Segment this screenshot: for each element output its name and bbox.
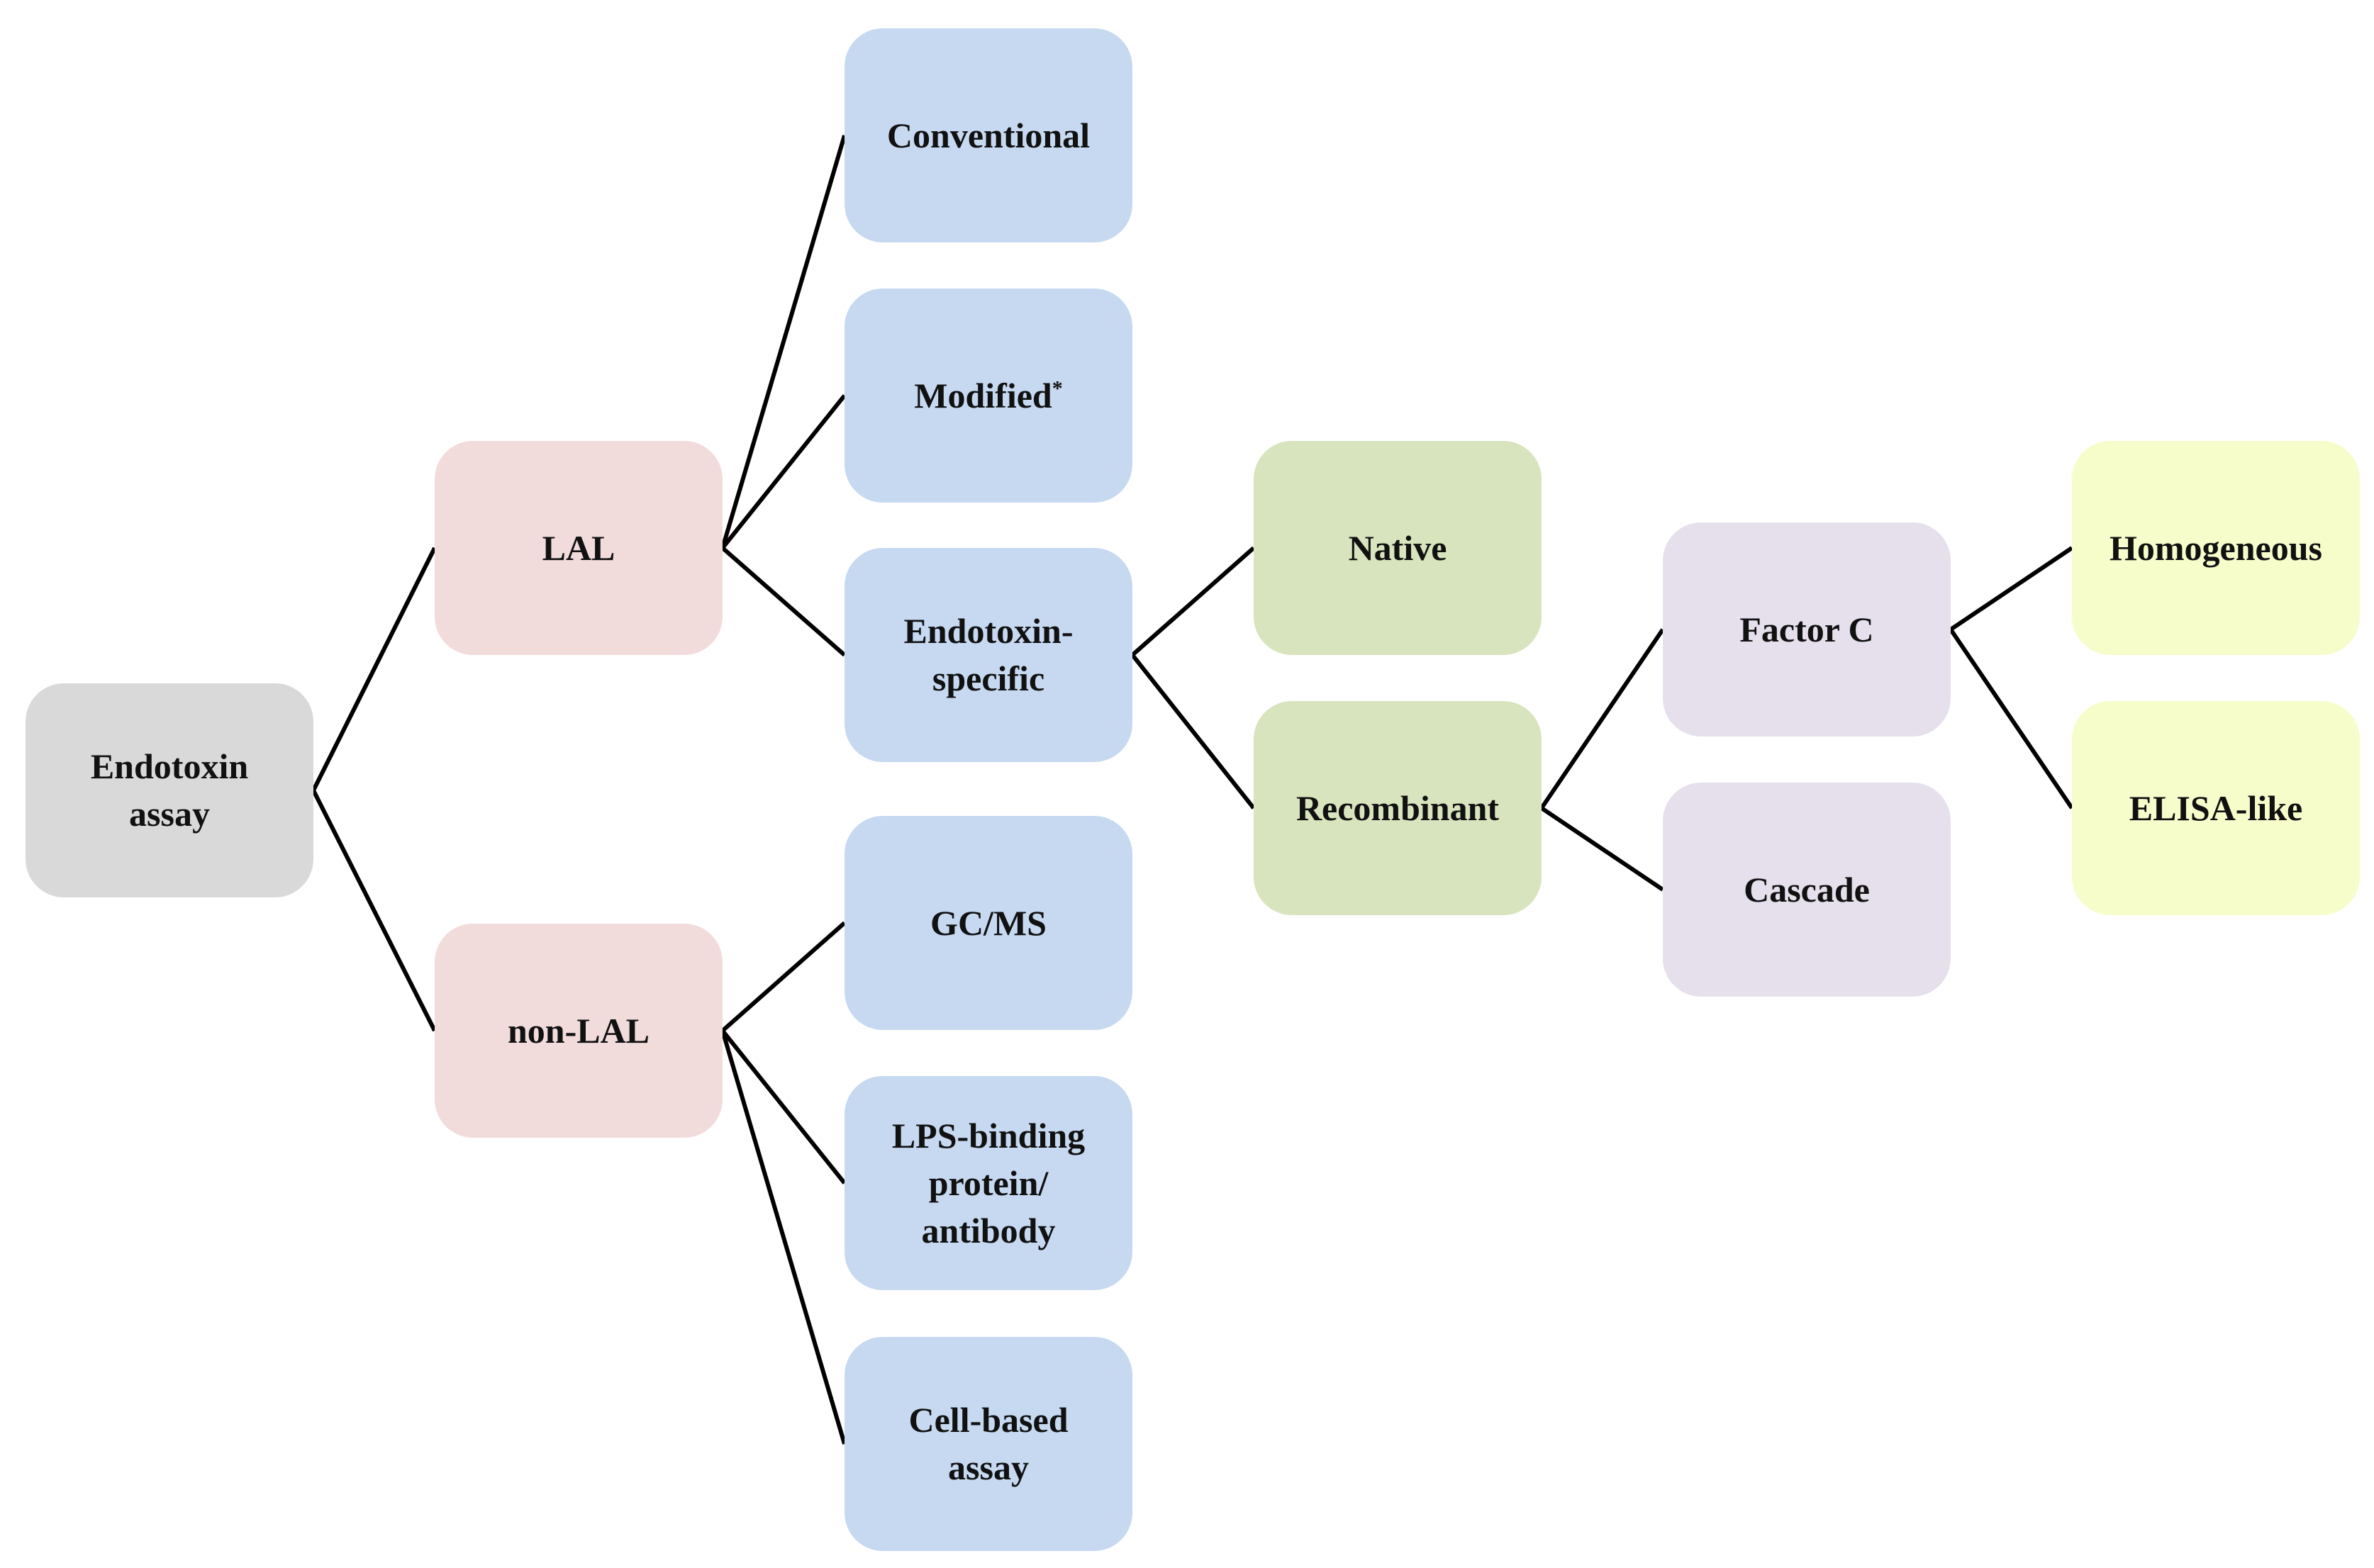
node-native-label: Native — [1348, 527, 1447, 568]
connector-root-to-non-lal — [311, 789, 437, 1032]
node-endotoxin-specific-label: Endotoxin- specific — [903, 611, 1074, 698]
node-modified-label: Modified* — [914, 372, 1062, 420]
connector-lal-to-conventional — [720, 135, 847, 549]
node-lps-binding-label: LPS-binding protein/ antibody — [891, 1115, 1086, 1250]
node-modified-text: Modified — [914, 375, 1052, 415]
node-elisa-like: ELISA-like — [2072, 701, 2360, 915]
connector-root-to-lal — [311, 547, 437, 792]
node-homogeneous: Homogeneous — [2072, 441, 2360, 655]
connector-recombinant-to-cascade — [1540, 806, 1664, 892]
node-recombinant-label: Recombinant — [1295, 788, 1500, 828]
node-factor-c: Factor C — [1663, 522, 1951, 737]
node-endotoxin-specific: Endotoxin- specific — [845, 548, 1132, 762]
node-lal-label: LAL — [542, 527, 615, 568]
node-lps-binding: LPS-binding protein/ antibody — [845, 1076, 1132, 1290]
node-gc-ms: GC/MS — [845, 816, 1132, 1030]
connector-endotoxin-specific-to-native — [1131, 546, 1255, 657]
node-elisa-like-label: ELISA-like — [2129, 788, 2303, 828]
connector-lal-to-modified — [720, 394, 847, 549]
node-cascade: Cascade — [1663, 783, 1951, 997]
node-non-lal: non-LAL — [435, 924, 723, 1138]
connector-factor-c-to-homogeneous — [1949, 546, 2073, 632]
connector-lal-to-endotoxin-specific — [721, 546, 846, 657]
connector-non-lal-to-cell-based — [720, 1030, 847, 1445]
connector-endotoxin-specific-to-recombinant — [1130, 654, 1256, 810]
node-lal: LAL — [435, 441, 723, 655]
node-conventional-label: Conventional — [886, 115, 1091, 155]
node-cell-based-assay: Cell-based assay — [845, 1337, 1132, 1551]
node-native: Native — [1254, 441, 1542, 655]
node-homogeneous-label: Homogeneous — [2110, 527, 2322, 568]
node-factor-c-label: Factor C — [1739, 609, 1874, 649]
node-gc-ms-label: GC/MS — [930, 902, 1047, 943]
node-endotoxin-assay: Endotoxin assay — [26, 683, 313, 897]
node-recombinant: Recombinant — [1254, 701, 1542, 915]
node-endotoxin-assay-label: Endotoxin assay — [90, 746, 249, 834]
node-cascade-label: Cascade — [1744, 869, 1870, 909]
node-modified-footnote-mark: * — [1052, 376, 1063, 400]
node-conventional: Conventional — [845, 28, 1132, 242]
connector-non-lal-to-lps-binding — [720, 1029, 847, 1185]
node-cell-based-assay-label: Cell-based assay — [908, 1400, 1069, 1487]
node-non-lal-label: non-LAL — [507, 1010, 650, 1051]
connector-factor-c-to-elisa-like — [1949, 628, 2074, 810]
node-modified: Modified* — [845, 289, 1132, 503]
connector-non-lal-to-gc-ms — [721, 921, 846, 1033]
connector-recombinant-to-factor-c — [1539, 628, 1665, 810]
